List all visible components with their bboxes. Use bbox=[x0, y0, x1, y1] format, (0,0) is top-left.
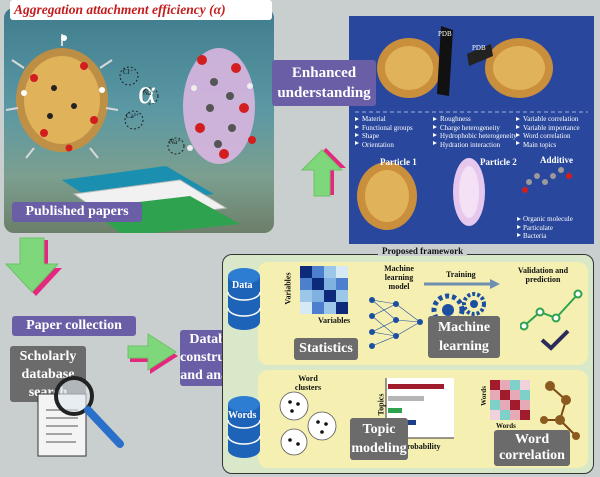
topic-modeling-label: Topic modeling bbox=[350, 418, 408, 460]
variables-heatmap bbox=[300, 266, 348, 314]
var-word-correlation: Word correlation bbox=[523, 132, 571, 140]
variable-col-3: Variable correlation Variable importance… bbox=[523, 115, 580, 149]
var-functional-groups: Functional groups bbox=[362, 123, 413, 132]
var-variable-correlation: Variable correlation bbox=[523, 115, 579, 123]
particle-1-render bbox=[357, 162, 417, 230]
particle-2-molecule bbox=[183, 48, 256, 164]
bullets bbox=[355, 117, 521, 237]
var-material: Material bbox=[362, 115, 386, 123]
data-database-icon bbox=[227, 268, 261, 330]
paper-collection-label: Paper collection bbox=[12, 316, 136, 336]
word-correlation-label: Word correlation bbox=[494, 430, 570, 466]
scene-art bbox=[5, 34, 256, 233]
variable-col-1: Material Functional groups Shape Orienta… bbox=[362, 115, 413, 149]
variables-x-label: Variables bbox=[318, 316, 351, 325]
enhanced-understanding-label: Enhanced understanding bbox=[272, 60, 376, 106]
words-label: Words bbox=[228, 410, 257, 421]
additive-particulate: Particulate bbox=[523, 223, 553, 232]
var-hydrophobic: Hydrophobic heterogeneity bbox=[440, 132, 517, 140]
topics-axis-label: Topics bbox=[376, 393, 386, 416]
title-text: Aggregation attachment efficiency (α) bbox=[14, 2, 226, 17]
var-charge: Charge heterogeneity bbox=[440, 123, 500, 132]
particle-2-label: Particle 2 bbox=[480, 157, 517, 167]
probability-axis-label: Probability bbox=[402, 442, 441, 451]
document-search-icon bbox=[37, 376, 124, 457]
variable-col-2: Roughness Charge heterogeneity Hydrophob… bbox=[440, 115, 517, 149]
additive-organic: Organic molecule bbox=[523, 215, 573, 223]
additive-molecule bbox=[522, 167, 572, 193]
var-main-topics: Main topics bbox=[523, 140, 557, 149]
variables-y-label: Variables bbox=[283, 272, 293, 305]
prediction-graph-icon bbox=[520, 289, 583, 331]
training-label: Training bbox=[446, 270, 476, 279]
var-variable-importance: Variable importance bbox=[523, 123, 580, 132]
ion-label-na: Na⁺ bbox=[143, 89, 155, 97]
word-correlation-heatmap bbox=[490, 380, 580, 440]
check-icon bbox=[540, 329, 570, 351]
arrow-down-papers bbox=[4, 237, 62, 296]
words-x-axis-label: Words bbox=[496, 422, 516, 430]
training-arrow bbox=[424, 279, 500, 289]
ion-label-ca: Ca²⁺ bbox=[126, 112, 140, 120]
particle-2-render bbox=[453, 158, 485, 226]
insight-panel bbox=[349, 16, 594, 244]
arrow-up-to-enhanced bbox=[300, 148, 346, 197]
pdb-label-1: PDB bbox=[438, 30, 452, 38]
pdb-particles bbox=[377, 26, 553, 98]
validation-label: Validation and prediction bbox=[517, 266, 569, 284]
particle-1-label: Particle 1 bbox=[380, 157, 417, 167]
alpha-symbol: α bbox=[138, 74, 156, 111]
neural-network-icon bbox=[369, 297, 423, 349]
words-y-axis-label: Words bbox=[479, 386, 488, 406]
var-roughness: Roughness bbox=[440, 115, 471, 123]
var-shape: Shape bbox=[362, 132, 380, 140]
statistics-label: Statistics bbox=[294, 338, 358, 360]
arrow-right-db bbox=[127, 333, 178, 374]
data-label: Data bbox=[232, 280, 253, 291]
title-banner bbox=[10, 0, 272, 20]
word-clusters-icon bbox=[279, 391, 337, 456]
ml-model-label: Machine learning model bbox=[384, 264, 414, 291]
additive-bacteria: Bacteria bbox=[523, 232, 547, 240]
var-hydration: Hydration interaction bbox=[440, 140, 501, 149]
word-clusters-label: Word clusters bbox=[294, 374, 322, 392]
ion-circles bbox=[119, 66, 185, 155]
words-database-icon bbox=[227, 396, 261, 458]
published-papers-label: Published papers bbox=[12, 202, 142, 222]
additive-types: Organic molecule Particulate Bacteria bbox=[523, 215, 573, 241]
ion-label-na-2: Na⁺ bbox=[169, 138, 181, 146]
pdb-label-2: PDB bbox=[472, 44, 486, 52]
simulation-scene bbox=[4, 8, 274, 233]
particle-1-molecule bbox=[5, 34, 119, 159]
machine-learning-label: Machine learning bbox=[428, 316, 500, 358]
insight-art bbox=[355, 26, 588, 237]
framework-title: Proposed framework bbox=[378, 246, 468, 256]
ion-label-cl: Cl⁻ bbox=[123, 68, 134, 76]
var-orientation: Orientation bbox=[362, 140, 394, 149]
additive-label: Additive bbox=[540, 155, 574, 165]
